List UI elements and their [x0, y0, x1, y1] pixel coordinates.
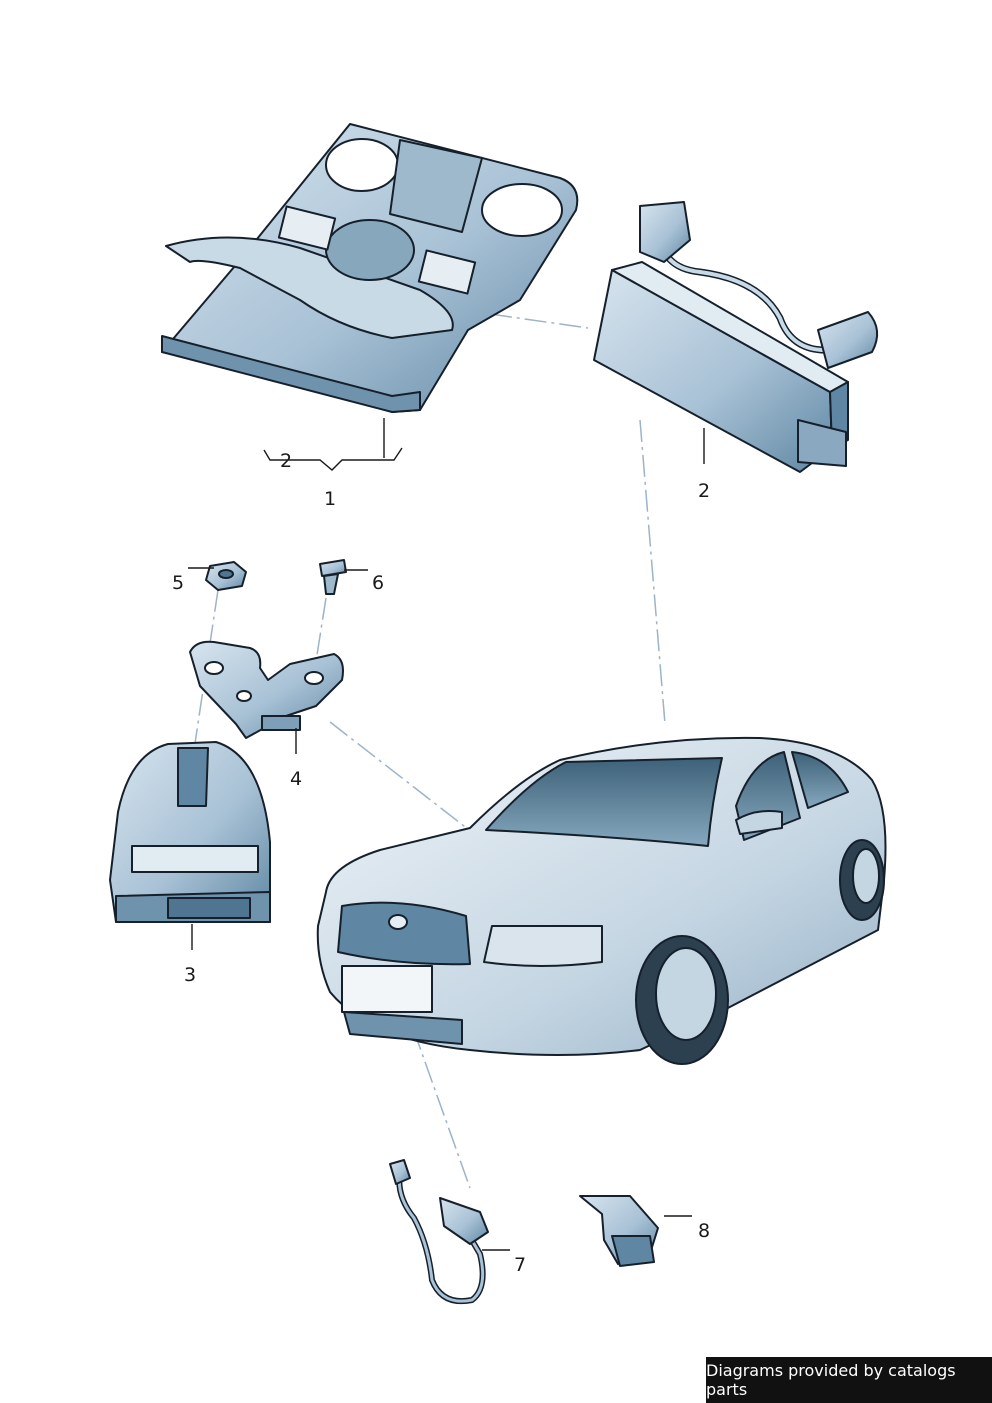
roof-console-part-1 [161, 123, 579, 413]
sensor-housing-part-3 [109, 741, 271, 923]
credit-banner: Diagrams provided by catalogs parts [706, 1357, 992, 1403]
nut-part-5 [205, 561, 247, 591]
vehicle-illustration [316, 736, 887, 1065]
connection-line-2-car [639, 419, 666, 725]
bracket-part-4 [189, 640, 344, 739]
callout-8: 8 [698, 1220, 711, 1242]
connection-line-4-car [329, 721, 483, 841]
control-unit-part-2 [593, 201, 879, 473]
callout-4: 4 [290, 768, 303, 790]
connection-lines [187, 313, 666, 1189]
wired-sensor-part-7 [389, 1159, 489, 1304]
leader-lines [188, 418, 705, 1251]
callout-2-sub: 2 [280, 450, 293, 472]
bracket-leader-1 [263, 447, 403, 471]
connection-line-1-2 [489, 313, 589, 329]
callout-1: 1 [324, 488, 337, 510]
bolt-part-6 [319, 559, 347, 595]
callout-7: 7 [514, 1254, 527, 1276]
callout-3: 3 [184, 964, 197, 986]
clip-part-8 [579, 1195, 659, 1267]
callout-6: 6 [372, 572, 385, 594]
callout-2: 2 [698, 480, 711, 502]
callout-5: 5 [172, 572, 185, 594]
